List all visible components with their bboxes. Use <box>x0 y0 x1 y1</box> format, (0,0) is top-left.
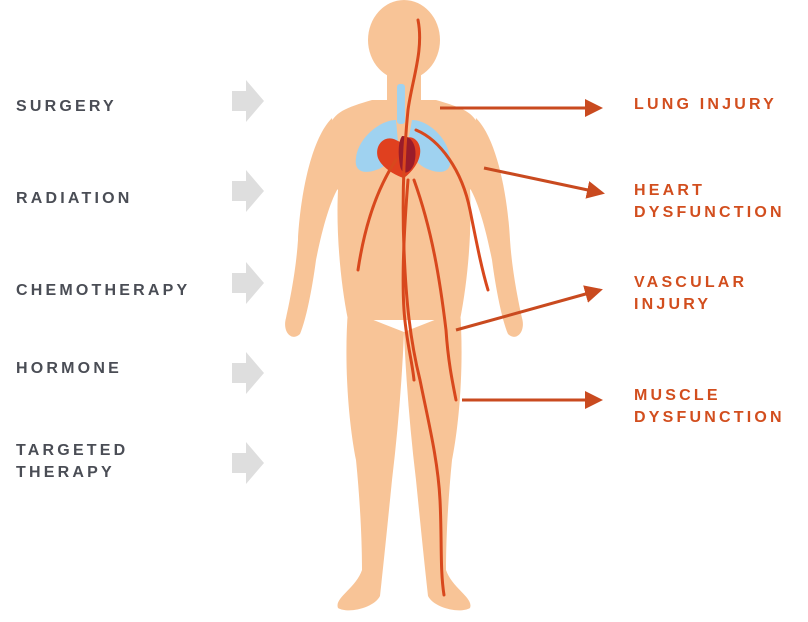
arrow-vascular-injury <box>456 290 600 330</box>
gray-arrow-icon <box>232 262 264 304</box>
treatment-arrows <box>232 80 264 484</box>
gray-arrow-icon <box>232 352 264 394</box>
right-arm <box>468 118 523 337</box>
head <box>368 0 440 80</box>
gray-arrow-icon <box>232 80 264 122</box>
left-arm <box>285 118 340 337</box>
left-leg <box>338 310 404 610</box>
gray-arrow-icon <box>232 170 264 212</box>
gray-arrow-icon <box>232 442 264 484</box>
